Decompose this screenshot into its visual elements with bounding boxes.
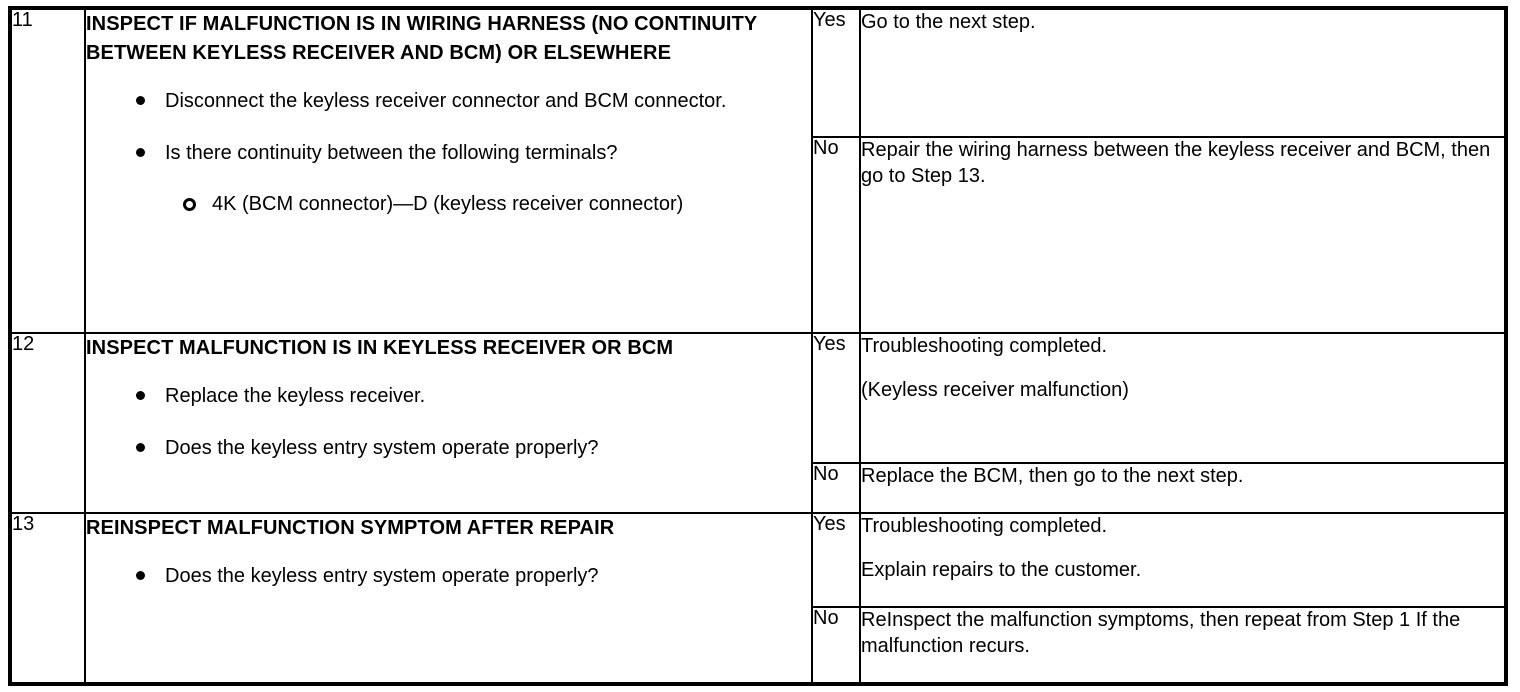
filled-bullet-icon: [136, 95, 145, 105]
list-item: 4K (BCM connector)—D (keyless receiver c…: [165, 190, 811, 219]
step-number: 13: [12, 513, 35, 535]
answer-label-cell: No: [811, 136, 861, 334]
filled-bullet-icon: [136, 390, 145, 400]
action-cell: Replace the BCM, then go to the next ste…: [859, 462, 1507, 514]
action-line: (Keyless receiver malfunction): [861, 378, 1129, 401]
action-cell: Troubleshooting completed. Explain repai…: [859, 512, 1507, 608]
troubleshooting-table: 11 INSPECT IF MALFUNCTION IS IN WIRING H…: [8, 6, 1508, 686]
action-line: Troubleshooting completed.: [861, 335, 1108, 357]
action-line: Repair the wiring harness between the ke…: [861, 139, 1491, 187]
action-line: ReInspect the malfunction symptoms, then…: [861, 609, 1461, 657]
list-item-label: Disconnect the keyless receiver connecto…: [165, 89, 727, 112]
answer-label: Yes: [813, 9, 846, 31]
answer-label: No: [813, 463, 839, 485]
inspection-cell: INSPECT IF MALFUNCTION IS IN WIRING HARN…: [84, 7, 813, 334]
answer-label: Yes: [813, 513, 846, 535]
answer-label: No: [813, 607, 839, 629]
action-line: Troubleshooting completed.: [861, 515, 1108, 537]
hollow-bullet-icon: [183, 197, 196, 211]
step-title: INSPECT MALFUNCTION IS IN KEYLESS RECEIV…: [86, 337, 674, 359]
inspection-cell: INSPECT MALFUNCTION IS IN KEYLESS RECEIV…: [84, 332, 813, 514]
action-cell: Go to the next step.: [859, 7, 1507, 138]
table-row: 11 INSPECT IF MALFUNCTION IS IN WIRING H…: [9, 7, 1507, 334]
answer-label-cell: No: [811, 462, 861, 514]
action-line: Go to the next step.: [861, 11, 1036, 33]
list-item-label: Does the keyless entry system operate pr…: [165, 564, 599, 587]
list-item-label: 4K (BCM connector)—D (keyless receiver c…: [212, 192, 684, 215]
action-line: Replace the BCM, then go to the next ste…: [861, 465, 1244, 487]
step-number: 11: [12, 9, 33, 31]
bullet-list: Replace the keyless receiver. Does the k…: [86, 382, 811, 463]
answer-label: No: [813, 137, 839, 159]
list-item: Is there continuity between the followin…: [86, 139, 811, 219]
table-row: No ReInspect the malfunction symptoms, t…: [10, 606, 1507, 685]
list-item-label: Replace the keyless receiver.: [165, 384, 426, 407]
answer-label-cell: Yes: [811, 512, 861, 608]
list-item: Does the keyless entry system operate pr…: [86, 562, 811, 591]
inspection-cell: REINSPECT MALFUNCTION SYMPTOM AFTER REPA…: [84, 512, 813, 685]
step-number-cell: 12: [9, 332, 86, 514]
table-row: 13 REINSPECT MALFUNCTION SYMPTOM AFTER R…: [9, 512, 1507, 685]
step-title: REINSPECT MALFUNCTION SYMPTOM AFTER REPA…: [86, 517, 615, 539]
step-title: INSPECT IF MALFUNCTION IS IN WIRING HARN…: [86, 13, 757, 64]
action-cell: Repair the wiring harness between the ke…: [859, 136, 1507, 334]
sub-bullet-list: 4K (BCM connector)—D (keyless receiver c…: [165, 190, 811, 219]
bullet-list: Does the keyless entry system operate pr…: [86, 562, 811, 591]
bullet-list: Disconnect the keyless receiver connecto…: [86, 87, 811, 219]
step-number-cell: 13: [9, 512, 86, 685]
answer-label-cell: Yes: [811, 7, 861, 138]
table-row: 12 INSPECT MALFUNCTION IS IN KEYLESS REC…: [9, 332, 1507, 514]
list-item-label: Is there continuity between the followin…: [165, 141, 618, 164]
list-item: Replace the keyless receiver.: [86, 382, 811, 411]
step-number: 12: [12, 333, 35, 355]
filled-bullet-icon: [136, 442, 145, 452]
answer-label-cell: Yes: [811, 332, 861, 464]
list-item-label: Does the keyless entry system operate pr…: [165, 436, 599, 459]
table-row: No Repair the wiring harness between the…: [10, 136, 1507, 334]
filled-bullet-icon: [136, 147, 145, 157]
list-item: Does the keyless entry system operate pr…: [86, 434, 811, 463]
table-row: No Replace the BCM, then go to the next …: [10, 462, 1507, 514]
step-number-cell: 11: [9, 7, 86, 334]
answer-label-cell: No: [811, 606, 861, 685]
action-cell: ReInspect the malfunction symptoms, then…: [859, 606, 1507, 685]
filled-bullet-icon: [136, 570, 145, 580]
action-cell: Troubleshooting completed. (Keyless rece…: [859, 332, 1507, 464]
action-line: Explain repairs to the customer.: [861, 558, 1142, 581]
answer-label: Yes: [813, 333, 846, 355]
list-item: Disconnect the keyless receiver connecto…: [86, 87, 811, 116]
